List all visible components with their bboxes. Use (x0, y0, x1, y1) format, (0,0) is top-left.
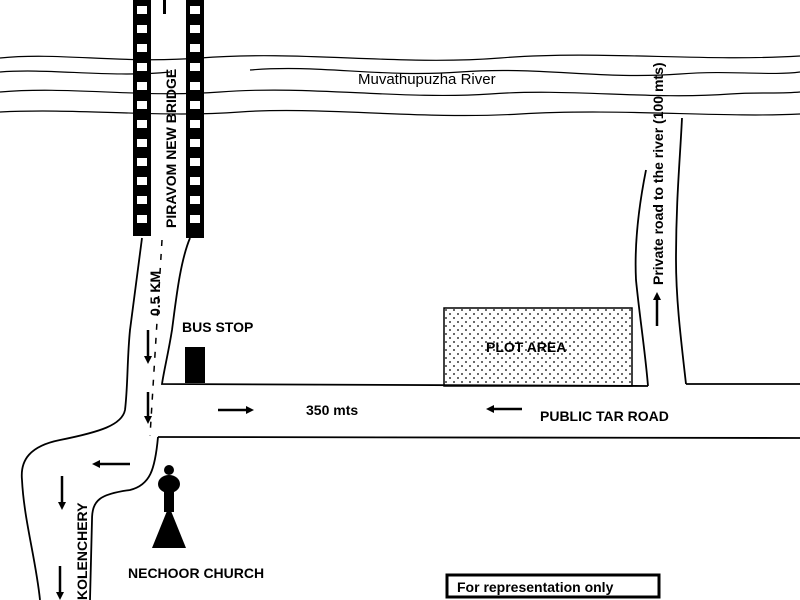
plot-area-label: PLOT AREA (486, 339, 566, 355)
bridge-tie (137, 215, 147, 223)
river-label: Muvathupuzha River (358, 71, 496, 88)
bridge-tie (137, 120, 147, 128)
church-icon (152, 465, 186, 548)
disclaimer-box (445, 573, 661, 599)
bridge-tie (190, 177, 200, 185)
direction-arrows (56, 292, 661, 600)
bus-stop-marker (185, 347, 205, 383)
distance-bridge-label: 0.5 KM (147, 271, 163, 316)
bridge-tie (190, 44, 200, 52)
church-label: NECHOOR CHURCH (128, 565, 264, 581)
disclaimer-label: For representation only (457, 579, 614, 595)
bridge-tie (190, 82, 200, 90)
bridge-tie (190, 120, 200, 128)
bridge-tie (190, 139, 200, 147)
bridge-tie (190, 196, 200, 204)
bridge-tie (190, 215, 200, 223)
bridge-tie (137, 44, 147, 52)
bridge-tie (137, 101, 147, 109)
bridge-tie (190, 101, 200, 109)
bridge-tie (190, 63, 200, 71)
bridge-tie (137, 6, 147, 14)
bridge-tie (190, 25, 200, 33)
kolenchery-label: KOLENCHERY (74, 502, 90, 600)
private-road-label: Private road to the river (100 mts) (650, 62, 666, 285)
plot-area (443, 307, 633, 387)
bridge-tie (137, 177, 147, 185)
piravom-new-bridge (133, 0, 204, 238)
road-centre-line (149, 239, 163, 437)
bridge-label: PIRAVOM NEW BRIDGE (163, 69, 179, 228)
roads (20, 117, 800, 600)
road-distance-label: 350 mts (306, 402, 358, 418)
bridge-tie (137, 25, 147, 33)
bus-stop-label: BUS STOP (182, 319, 253, 335)
bridge-tie (137, 158, 147, 166)
public-road-label: PUBLIC TAR ROAD (540, 408, 669, 424)
bridge-tie (190, 6, 200, 14)
bridge-tie (137, 82, 147, 90)
bridge-tie (190, 158, 200, 166)
bridge-tie (137, 63, 147, 71)
bridge-tie (137, 196, 147, 204)
bridge-tie (137, 139, 147, 147)
